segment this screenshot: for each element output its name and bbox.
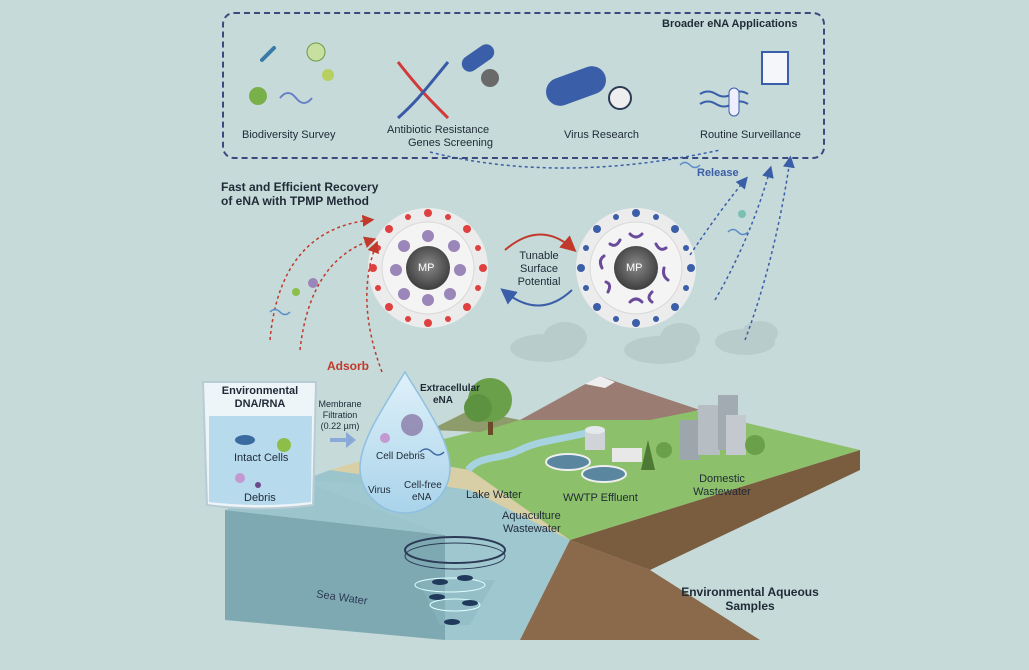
tunable-line3: Potential [517,276,561,288]
droplet-virus: Virus [368,485,391,496]
clouds [510,321,778,364]
biodiversity-icon [249,42,334,105]
domestic-line2: Wastewater [693,486,751,498]
droplet [359,370,451,514]
beaker-debris: Debris [244,492,276,504]
aquaculture-line2: Wastewater [503,523,561,535]
droplet-cellfree-line2: eNA [412,492,432,503]
tunable-arrow-top [504,233,577,252]
droplet-cell-debris: Cell Debris [376,451,425,462]
buildings [680,395,746,460]
wwtp-tanks [545,426,642,483]
app-antibiotic-label-line2: Genes Screening [408,137,493,149]
antibiotic-resistance-icon [396,44,499,120]
beaker-title-line1: Environmental [221,385,299,397]
aquaculture-line1: Aquaculture [502,510,561,522]
virus-research-icon [546,66,632,110]
aquaculture-cage [404,536,506,625]
applications-title: Broader eNA Applications [662,18,798,30]
floating-molecules [269,161,749,316]
tunable-line2: Surface [520,263,558,275]
droplet-title-line1: Extracellular [420,383,481,394]
mp-particle-negative [576,208,696,328]
mp-particle-positive [368,208,488,328]
tunable-arrow-bottom [500,288,573,307]
applications-box [222,12,825,159]
mp-label-left: MP [418,262,435,274]
method-title-line1: Fast and Efficient Recovery [221,180,379,194]
mp-label-right: MP [626,262,643,274]
filtration-line2: Filtration [322,410,358,420]
surveillance-icon [699,51,789,117]
beaker-intact-cells: Intact Cells [234,452,289,464]
filtration-line1: Membrane [318,399,362,409]
release-arrows [429,149,795,341]
app-antibiotic-label-line1: Antibiotic Resistance [387,124,490,136]
tunable-line1: Tunable [519,250,559,262]
method-title-line2: of eNA with TPMP Method [221,194,369,208]
wwtp-label: WWTP Effluent [563,492,638,504]
samples-title-line1: Environmental Aqueous [681,585,819,599]
domestic-line1: Domestic [699,473,745,485]
beaker-title-line2: DNA/RNA [234,398,286,410]
app-surveillance-label: Routine Surveillance [700,129,801,141]
droplet-cellfree-line1: Cell-free [404,480,442,491]
beaker [201,381,318,510]
droplet-title-line2: eNA [433,395,454,406]
app-virus-label: Virus Research [564,129,639,141]
samples-title-line2: Samples [725,599,775,613]
adsorb-arrows [269,214,383,373]
filtration-arrow [330,432,356,448]
lake-water-label: Lake Water [466,489,522,501]
trees [464,378,765,470]
filtration-line3: (0.22 µm) [320,421,360,431]
adsorb-label: Adsorb [327,359,369,373]
app-biodiversity-label: Biodiversity Survey [242,129,336,141]
release-label: Release [697,167,739,179]
